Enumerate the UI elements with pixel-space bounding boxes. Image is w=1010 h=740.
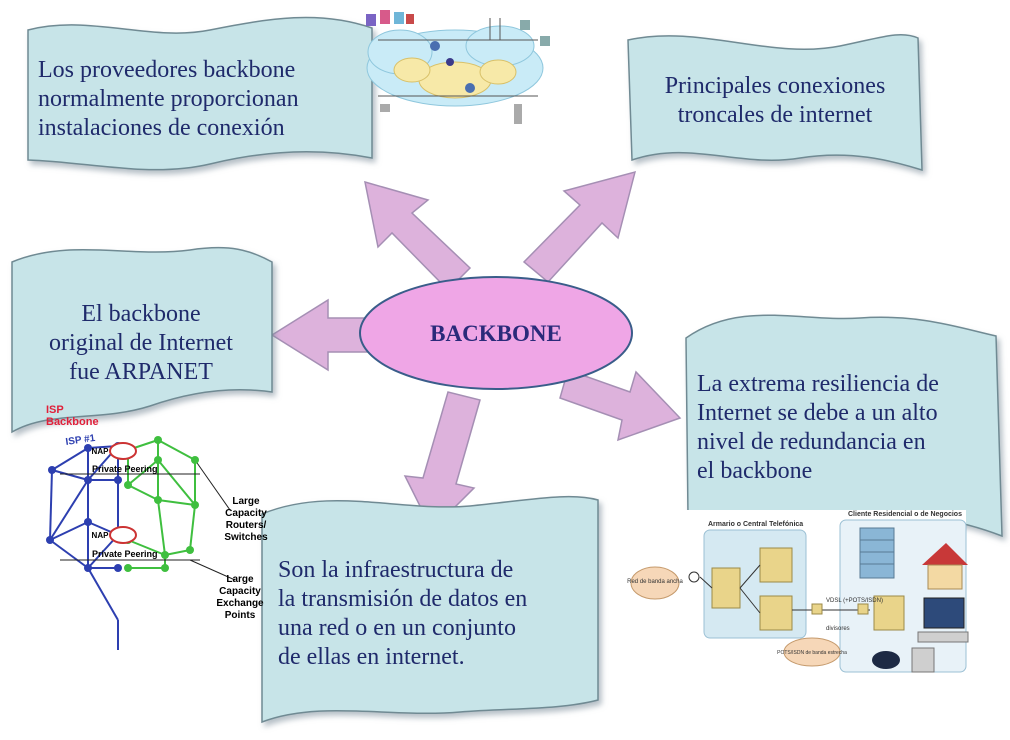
arrow-to-top-right — [522, 170, 637, 284]
svg-text:Cliente Residencial o de Negoc: Cliente Residencial o de Negocios — [848, 511, 962, 518]
routers-line-2: Capacity — [225, 508, 267, 519]
banner-top-right-line-2: troncales de internet — [677, 102, 873, 128]
svg-text:Private Peering: Private Peering — [92, 549, 158, 559]
routers-line-4: Switches — [224, 532, 268, 543]
banner-mid-right-line-4: el backbone — [697, 458, 813, 484]
svg-text:Armario o Central Telefónica: Armario o Central Telefónica — [708, 521, 803, 528]
large-capacity-exchange-label: Large Capacity Exchange Points — [212, 574, 268, 622]
routers-line-1: Large — [232, 496, 260, 507]
banner-mid-left-line-1: El backbone — [81, 301, 201, 327]
center-label: BACKBONE — [430, 321, 562, 346]
exchange-line-4: Points — [224, 610, 256, 621]
banner-mid-right-line-2: Internet se debe a un alto — [697, 400, 938, 426]
exchange-line-3: Exchange — [216, 598, 264, 609]
exchange-line-2: Capacity — [219, 586, 261, 597]
svg-text:divisores: divisores — [826, 626, 850, 632]
banner-top-right-line-1: Principales conexiones — [664, 73, 886, 99]
banner-top-left-line-2: normalmente proporcionan — [38, 86, 299, 112]
cloud-network-icon — [366, 10, 550, 124]
banner-bottom-line-2: la transmisión de datos en — [278, 586, 528, 612]
banner-mid-right-line-3: nivel de redundancia en — [697, 429, 926, 455]
banner-mid-left-line-3: fue ARPANET — [69, 359, 213, 385]
exchange-line-1: Large — [226, 574, 254, 585]
access-network-labels: Armario o Central Telefónica Cliente Res… — [627, 511, 962, 656]
banner-bottom-line-4: de ellas en internet. — [278, 644, 465, 670]
banner-mid-left — [11, 246, 273, 434]
banner-mid-right-line-1: La extrema resiliencia de — [697, 371, 939, 397]
banner-bottom-text: Son la infraestructura de la transmisión… — [278, 556, 596, 672]
banner-mid-right-text: La extrema resiliencia de Internet se de… — [697, 370, 997, 486]
isp-graph-nodes — [46, 436, 199, 572]
large-capacity-routers-label: Large Capacity Routers/ Switches — [218, 496, 274, 544]
svg-text:Private Peering: Private Peering — [92, 464, 158, 474]
banner-mid-left-text: El backbone original de Internet fue ARP… — [16, 300, 266, 387]
svg-text:VDSL (+POTS/ISDN): VDSL (+POTS/ISDN) — [826, 598, 883, 604]
arrow-to-bottom — [403, 391, 481, 532]
svg-text:NAP: NAP — [92, 447, 110, 456]
banner-bottom-line-3: una red o en un conjunto — [278, 615, 516, 641]
center-ellipse — [359, 276, 633, 390]
arrow-to-mid-right — [559, 369, 682, 442]
isp-backbone-label: ISP Backbone — [46, 404, 99, 428]
banner-top-left — [27, 16, 373, 171]
svg-text:Red de banda ancha: Red de banda ancha — [627, 579, 683, 585]
svg-text:ISP #1: ISP #1 — [65, 433, 97, 448]
isp-graph-text: NAP NAP Private Peering Private Peering … — [65, 433, 158, 559]
access-network-image — [630, 510, 969, 686]
banner-mid-left-line-2: original de Internet — [49, 330, 233, 356]
banner-bottom — [261, 495, 599, 724]
banner-top-right-text: Principales conexiones troncales de inte… — [640, 72, 910, 130]
banner-top-left-line-1: Los proveedores backbone — [38, 57, 296, 83]
svg-text:NAP: NAP — [92, 531, 110, 540]
banner-top-right — [627, 33, 923, 172]
banner-top-left-text: Los proveedores backbone normalmente pro… — [38, 56, 368, 143]
routers-line-3: Routers/ — [225, 520, 267, 531]
banner-bottom-line-1: Son la infraestructura de — [278, 557, 514, 583]
banner-top-left-line-3: instalaciones de conexión — [38, 115, 285, 141]
svg-text:POTS/ISDN de banda estrecha: POTS/ISDN de banda estrecha — [777, 650, 847, 656]
isp-graph-lines — [49, 439, 236, 650]
